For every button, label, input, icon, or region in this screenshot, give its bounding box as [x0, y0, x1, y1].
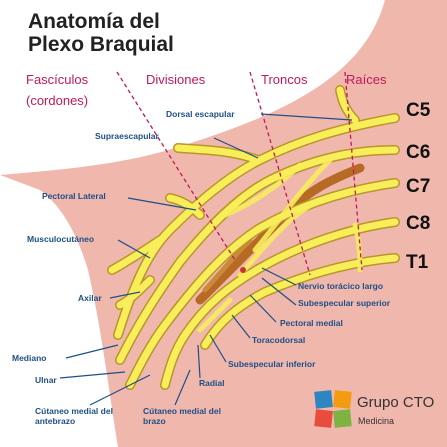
header-troncos: Troncos — [261, 72, 308, 87]
label-pectoral-lateral: Pectoral Lateral — [42, 191, 106, 201]
label-dorsal-escapular: Dorsal escapular — [166, 109, 235, 119]
plexus-nerves — [107, 85, 400, 390]
label-pectoral-medial: Pectoral medial — [280, 318, 343, 328]
root-c6: C6 — [406, 142, 431, 163]
header-divisiones: Divisiones — [146, 72, 206, 87]
root-t1: T1 — [406, 252, 429, 273]
root-c8: C8 — [406, 213, 431, 234]
label-supraescapular: Supraescapular — [95, 131, 159, 141]
label-subespecular-superior: Subespecular superior — [298, 298, 391, 308]
header-raices: Raíces — [346, 72, 387, 87]
label-mediano: Mediano — [12, 353, 47, 363]
leader-lines — [59, 113, 353, 406]
label-toracodorsal: Toracodorsal — [252, 335, 306, 345]
root-c7: C7 — [406, 176, 431, 197]
label-subespecular-inferior: Subespecular inferior — [228, 359, 316, 369]
title-line-1: Anatomía del — [28, 10, 160, 33]
label-cutaneo-antebrazo: Cútaneo medial del antebrazo — [35, 406, 113, 426]
grupo-cto-logo — [314, 390, 352, 428]
section-dividers — [116, 71, 363, 276]
root-c5: C5 — [406, 100, 431, 121]
label-radial: Radial — [199, 378, 225, 388]
label-toracico-largo: Nervio torácico largo — [298, 281, 384, 291]
label-musculocutaneo: Musculocutáneo — [27, 234, 95, 244]
title-line-2: Plexo Braquial — [28, 33, 174, 56]
header-cordones: (cordones) — [26, 93, 89, 108]
brand-sub: Medicina — [358, 416, 395, 426]
label-cutaneo-brazo: Cútaneo medial del brazo — [143, 406, 221, 426]
label-axilar: Axilar — [78, 293, 102, 303]
label-ulnar: Ulnar — [35, 375, 57, 385]
brand-name: Grupo CTO — [357, 394, 435, 411]
header-fasciculos: Fascículos — [26, 72, 89, 87]
page-title: Anatomía del Plexo Braquial — [28, 10, 174, 56]
